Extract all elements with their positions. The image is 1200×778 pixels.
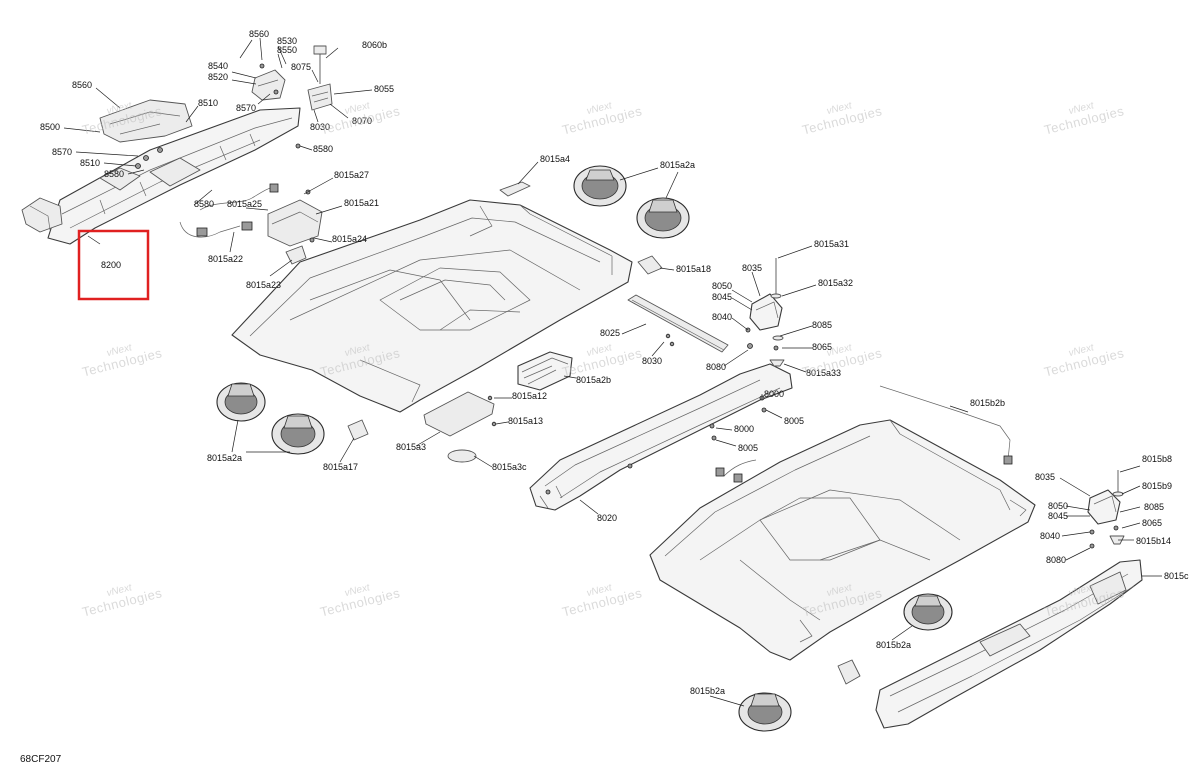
callout: 8015c [1164,571,1189,581]
callout: 8030 [310,122,330,132]
callout: 8040 [712,312,732,322]
callout: 8015a18 [676,264,711,274]
callout: 8015b9 [1142,481,1172,491]
callout-labels: 8560 8530 8550 8060b 8540 8520 8075 8055… [40,29,1189,696]
callout: 8015b2a [876,640,911,650]
upper-brackets [251,45,333,149]
callout: 8080 [706,362,726,372]
small-hardware [665,333,767,441]
callout: 8085 [812,320,832,330]
callout: 8045 [1048,511,1068,521]
callout: 8015a2b [576,375,611,385]
callout: 8015b2a [690,686,725,696]
speaker-rear-2 [738,692,792,732]
speaker-front-top-1 [573,165,627,207]
callout: 8075 [291,62,311,72]
callout: 8035 [1035,472,1055,482]
callout: 8015b8 [1142,454,1172,464]
callout: 8015a25 [227,199,262,209]
callout: 8580 [194,199,214,209]
speaker-front-bottom-2 [271,413,325,455]
rear-trim-bar [529,363,793,511]
callout: 8060b [362,40,387,50]
callout: 8065 [1142,518,1162,528]
callout: 8015a21 [344,198,379,208]
callout: 8015b2b [970,398,1005,408]
cross-bar [627,294,729,353]
callout: 8015a3c [492,462,527,472]
highlighted-callout: 8200 [101,260,121,270]
callout: 8015a23 [246,280,281,290]
rear-roof-panel [649,419,1036,661]
callout: 8015a32 [818,278,853,288]
access-panel [423,391,497,463]
rear-bar [837,559,1143,729]
callout: 8550 [277,45,297,55]
callout: 8015a4 [540,154,570,164]
callout: 8510 [80,158,100,168]
bracket-assembly-front [745,258,785,367]
speaker-front-bottom-1 [216,382,266,422]
callout: 8500 [40,122,60,132]
callout: 8015a22 [208,254,243,264]
highlight-box [77,229,150,301]
callout: 8560 [72,80,92,90]
callout: 8050 [712,281,732,291]
callout: 8080 [1046,555,1066,565]
rear-harness [715,385,1013,483]
callout: 8070 [352,116,372,126]
callout: 8065 [812,342,832,352]
callout: 8050 [1048,501,1068,511]
callout: 8055 [374,84,394,94]
callout: 8015a3 [396,442,426,452]
callout: 8015b14 [1136,536,1171,546]
callout: 8025 [600,328,620,338]
callout: 8020 [597,513,617,523]
callout: 8540 [208,61,228,71]
callout: 8000 [734,424,754,434]
callout: 8530 [277,36,297,46]
callout: 8520 [208,72,228,82]
callout: 8005 [784,416,804,426]
diagram-code: 68CF207 [20,754,62,765]
speaker-rear-1 [903,593,953,631]
callout: 8015a12 [512,391,547,401]
callout: 8015a2a [207,453,242,463]
callout: 8580 [104,169,124,179]
callout: 8085 [1144,502,1164,512]
bracket-assembly-rear [1087,470,1125,549]
callout: 8040 [1040,531,1060,541]
callout: 8015a31 [814,239,849,249]
callout: 8510 [198,98,218,108]
callout: 8560 [249,29,269,39]
callout: 8015a27 [334,170,369,180]
speaker-front-top-2 [636,197,690,239]
callout: 8035 [742,263,762,273]
amplifier [517,351,573,391]
callout: 8015a17 [323,462,358,472]
callout: 8015a33 [806,368,841,378]
front-roof-panel [231,199,633,413]
callout: 8030 [642,356,662,366]
callout: 8580 [313,144,333,154]
callout: 8045 [712,292,732,302]
switch-module [179,183,323,265]
leader-lines [63,37,1162,707]
callout: 8000 [764,389,784,399]
callout: 8015a24 [332,234,367,244]
callout: 8570 [52,147,72,157]
front-header-bracket [21,99,301,245]
callout: 8015a13 [508,416,543,426]
callout: 8005 [738,443,758,453]
callout: 8570 [236,103,256,113]
callout: 8015a2a [660,160,695,170]
